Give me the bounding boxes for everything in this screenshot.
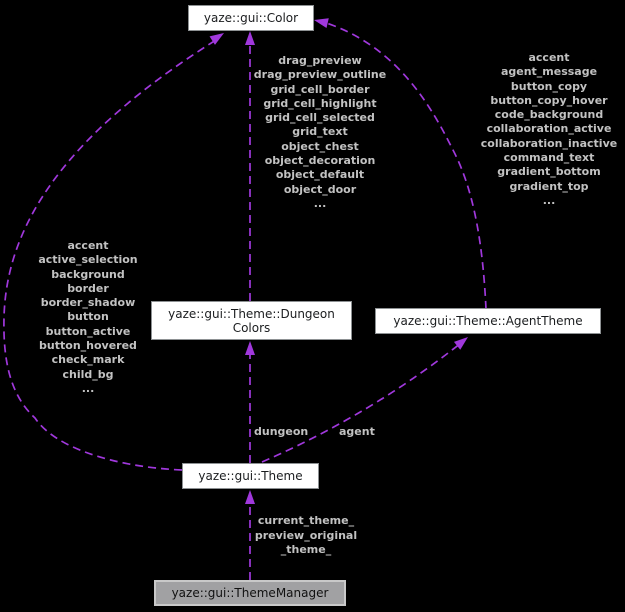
edge-label-theme-to-color-members: accent active_selection background borde… — [38, 239, 138, 395]
node-theme-agent-theme[interactable]: yaze::gui::Theme::AgentTheme — [375, 308, 601, 334]
arrowhead-agent-theme-to-color — [314, 18, 329, 29]
edge-label-agent-theme-to-color-members: accent agent_message button_copy button_… — [480, 51, 618, 207]
arrowhead-manager-to-theme — [245, 490, 255, 504]
node-color[interactable]: yaze::gui::Color — [188, 5, 314, 31]
node-theme-manager-current: yaze::gui::ThemeManager — [154, 580, 346, 606]
edge-label-dungeon-colors-to-color-members: drag_preview drag_preview_outline grid_c… — [253, 54, 387, 210]
arrowhead-dungeon-colors-to-color — [245, 31, 255, 45]
arrowhead-theme-to-agent-theme — [453, 337, 468, 350]
edge-label-dungeon: dungeon — [254, 425, 309, 438]
node-theme-dungeon-colors[interactable]: yaze::gui::Theme::Dungeon Colors — [151, 301, 352, 340]
arrowhead-theme-to-dungeon-colors — [245, 341, 255, 355]
edge-label-manager-to-theme-members: current_theme_ preview_original _theme_ — [254, 514, 358, 557]
edge-label-agent: agent — [339, 425, 375, 438]
arrowhead-theme-to-color — [209, 33, 224, 45]
edge-theme-to-agent-theme — [261, 342, 462, 463]
node-theme[interactable]: yaze::gui::Theme — [182, 463, 319, 489]
edge-agent-theme-to-color — [319, 20, 487, 310]
